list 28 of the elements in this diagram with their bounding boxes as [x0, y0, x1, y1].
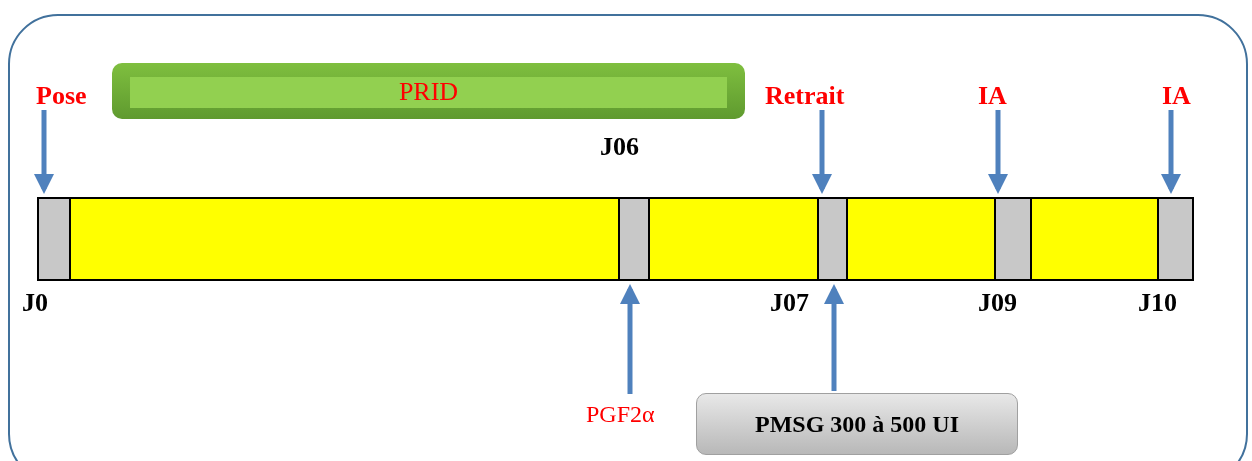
day-label: J07	[770, 288, 809, 318]
period-segment	[1032, 197, 1157, 281]
event-label: IA	[978, 76, 1018, 108]
arrow	[812, 110, 832, 194]
day-label: J10	[1138, 288, 1177, 318]
day-segment	[618, 197, 650, 281]
arrow	[620, 284, 640, 394]
device-bar: PRID	[112, 63, 745, 119]
day-label: J06	[600, 132, 639, 162]
frame	[8, 14, 1248, 461]
day-segment	[37, 197, 71, 281]
day-label: J09	[978, 288, 1017, 318]
period-segment	[650, 197, 817, 281]
day-segment	[1157, 197, 1194, 281]
period-segment	[848, 197, 994, 281]
arrow	[1161, 110, 1181, 194]
event-label: IA	[1162, 76, 1202, 108]
event-label: Retrait	[765, 76, 867, 108]
dose-box: PMSG 300 à 500 UI	[696, 393, 1018, 455]
period-segment	[71, 197, 618, 281]
day-label: J0	[22, 288, 48, 318]
arrow	[988, 110, 1008, 194]
day-segment	[817, 197, 848, 281]
day-segment	[994, 197, 1032, 281]
arrow	[34, 110, 54, 194]
event-label: PGF2α	[586, 396, 682, 428]
arrow	[824, 284, 844, 391]
event-label: Pose	[36, 76, 102, 108]
